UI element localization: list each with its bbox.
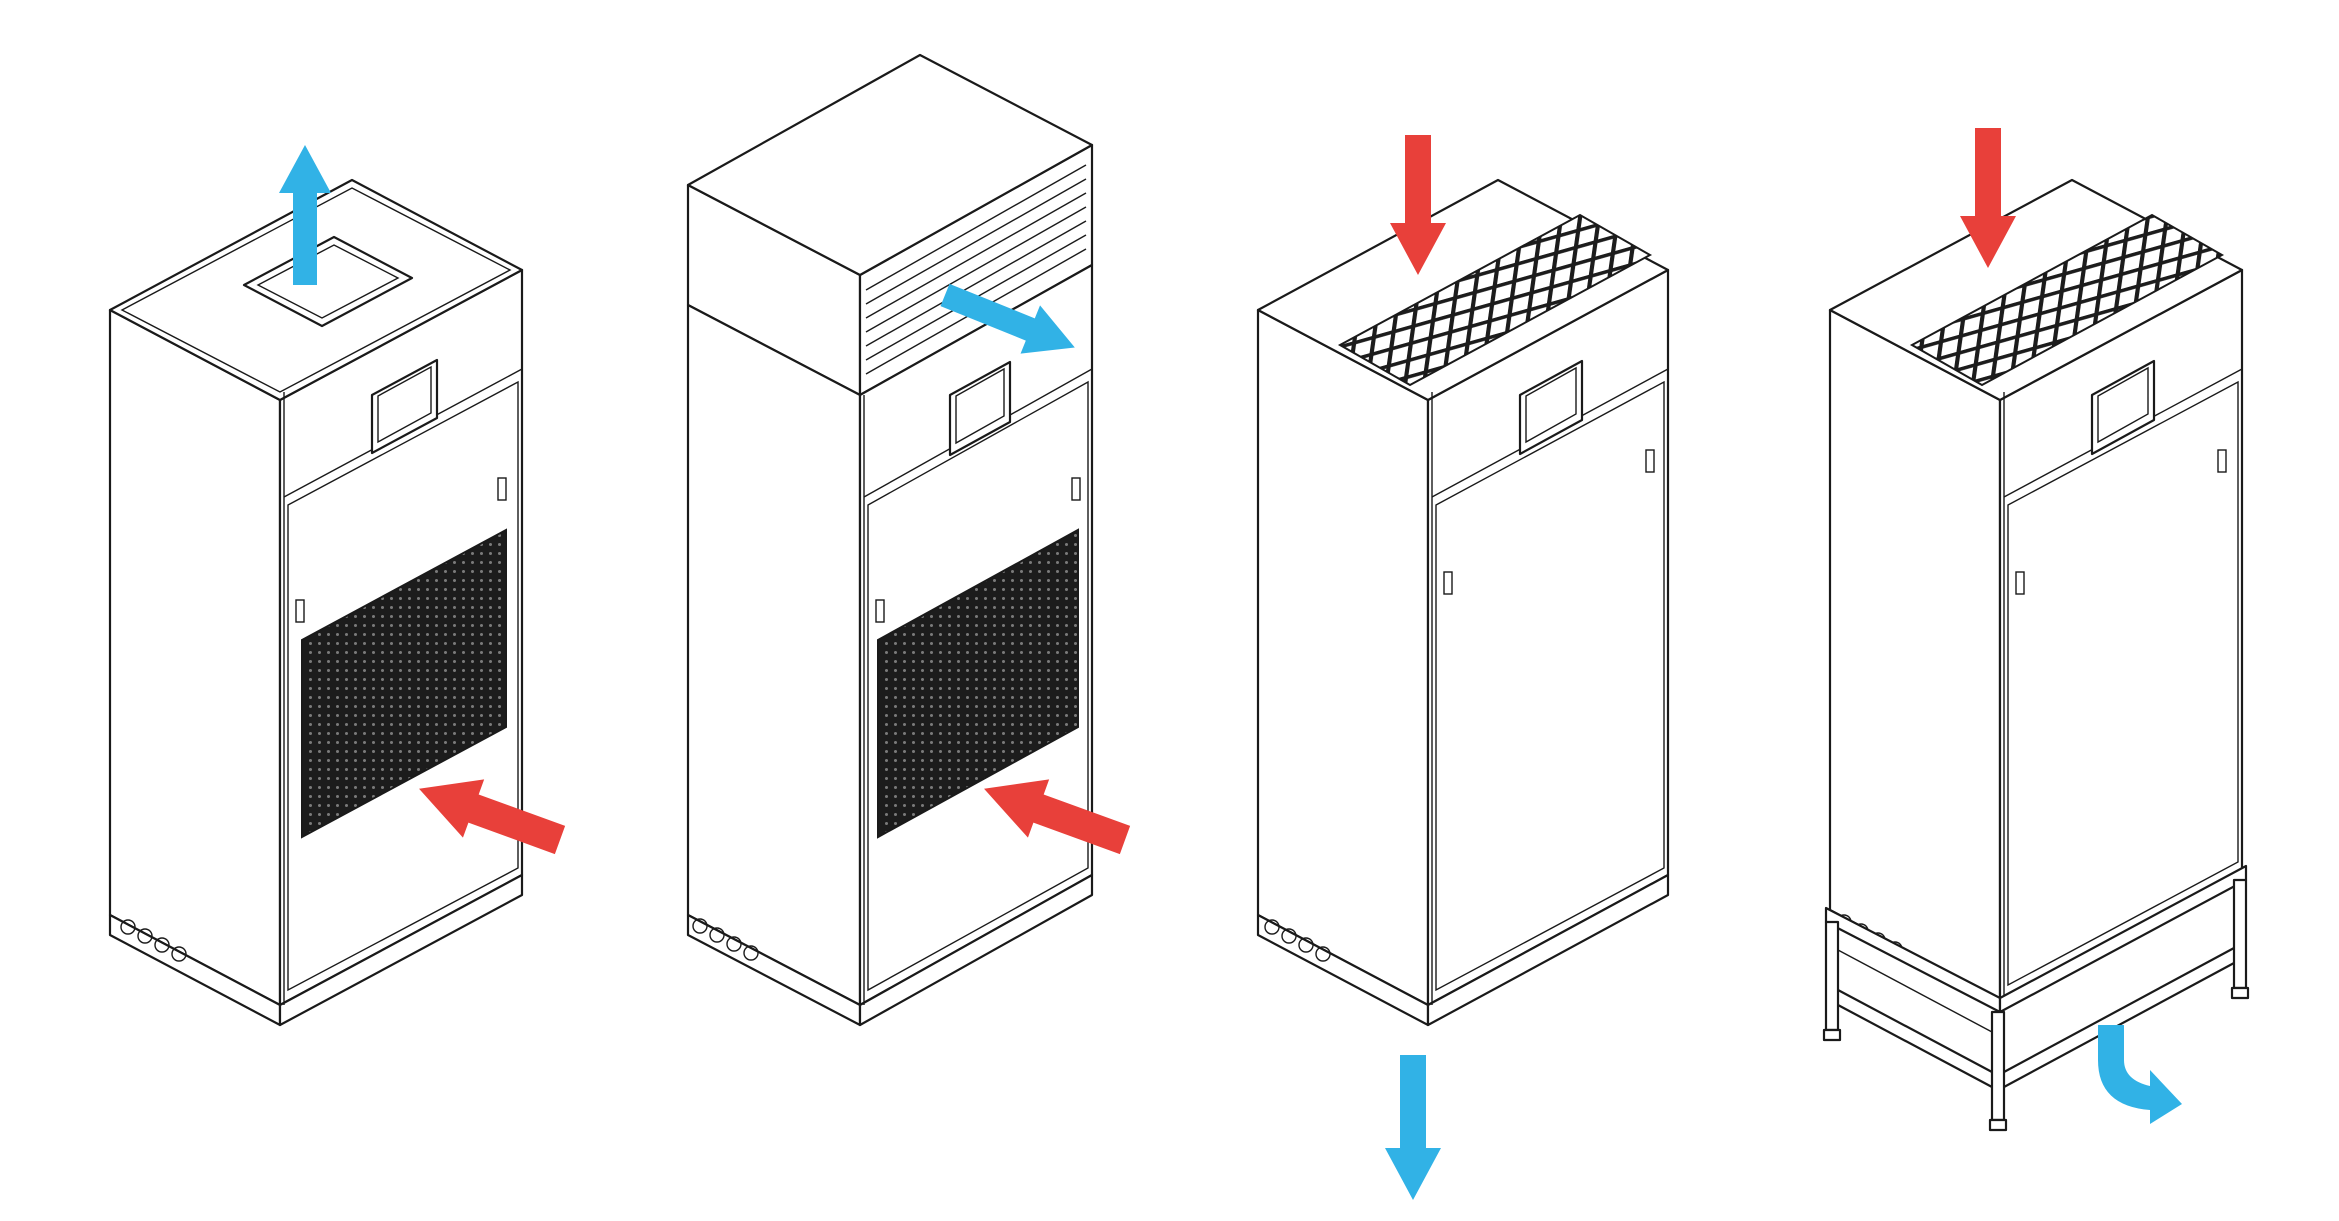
unit-3-top-return-bottom-supply — [1256, 178, 1670, 1027]
airflow-arrows — [279, 128, 2182, 1200]
unit-4-outflow-arrow — [2098, 1025, 2182, 1124]
unit-3-intake-arrow — [1390, 135, 1446, 275]
unit-2-cable-holes — [692, 918, 759, 961]
unit-1-front-return-top-supply — [108, 178, 524, 1027]
unit-2-outflow-arrow — [940, 283, 1075, 354]
unit-4-top-return-floor-stand-supply — [1822, 178, 2250, 1132]
unit-1-cable-holes — [120, 919, 187, 962]
unit-3-cable-holes — [1264, 919, 1331, 962]
unit-1-outflow-arrow — [279, 145, 331, 285]
unit-3-outflow-arrow — [1385, 1055, 1441, 1200]
unit-4-floor-stand — [1822, 864, 2250, 1132]
unit-1-intake-arrow — [419, 779, 566, 855]
unit-2-intake-arrow — [984, 779, 1131, 855]
unit-2-front-return-plenum-supply — [686, 53, 1094, 1027]
unit-4-intake-arrow — [1960, 128, 2016, 268]
